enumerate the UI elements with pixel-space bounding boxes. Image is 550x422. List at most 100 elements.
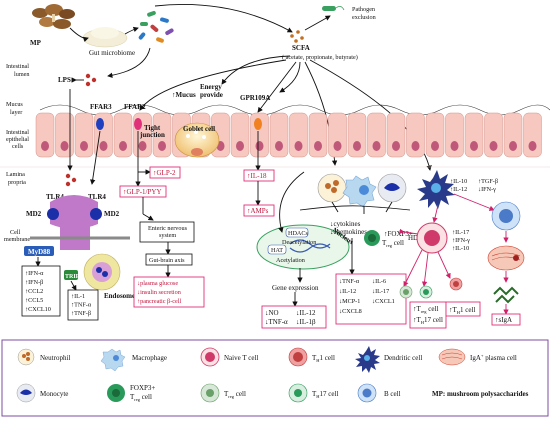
dc-output-b: ↑TGF-β↓IFN-γ — [478, 178, 498, 193]
epithelial-cell — [523, 112, 542, 158]
gene-expression-label: Gene expression — [272, 284, 319, 292]
epithelial-cell — [347, 112, 367, 158]
b-cell — [491, 201, 521, 231]
th-output-item: ↑IL-10 — [452, 245, 469, 252]
legend-treg-icon — [200, 383, 220, 403]
scfa-molecules — [290, 30, 304, 43]
treg-cell-small — [399, 285, 413, 299]
endosome — [83, 253, 121, 291]
amps-label: ↑AMPs — [247, 207, 269, 215]
cytokine-output-item: ↓CXCL8 — [339, 308, 362, 315]
epithelial-nucleus — [431, 141, 439, 151]
lps-lamina — [65, 173, 77, 187]
epithelial-cell — [55, 112, 74, 158]
th-output-item: ↑IFN-γ — [452, 237, 470, 244]
scfa-types-label: ( acetate, propionate, butyrate) — [282, 54, 358, 61]
epithelial-cell — [328, 112, 347, 158]
lps-molecules — [85, 73, 97, 87]
myd88-output-item: ↑CCL2 — [25, 288, 43, 295]
metabolic-item: ↑pancreatic β-cell — [137, 298, 181, 305]
epithelial-cell — [445, 112, 464, 158]
epithelial-cell — [289, 112, 308, 158]
epithelial-nucleus — [60, 141, 69, 151]
gut-brain-box: Gut-brain axis — [145, 253, 193, 266]
epithelial-cell — [230, 112, 250, 158]
trif-box[interactable]: TRIF — [64, 270, 80, 280]
gene-output-item: ↓IL-1β — [296, 318, 316, 326]
naive-t-cell-center — [416, 222, 448, 254]
endosome-label: Endosome — [104, 292, 135, 300]
dc-output-a: ↑IL-10↑IL-12 — [450, 178, 467, 193]
legend — [1, 339, 549, 417]
epithelial-nucleus — [275, 141, 283, 151]
legend-foxp3-treg: Treg cell — [130, 393, 152, 402]
plasma-cell — [487, 245, 525, 271]
pathogen-icon — [322, 6, 345, 11]
dendritic-cell — [417, 170, 455, 209]
legend-naive-t: Naive T cell — [224, 354, 258, 362]
epithelial-nucleus — [158, 141, 166, 151]
amps-box: ↑AMPs — [243, 204, 275, 217]
legend-macrophage: Macrophage — [132, 354, 167, 362]
macrophage-cell — [342, 175, 377, 208]
legend-dendritic-icon — [355, 346, 380, 373]
epithelial-cell — [152, 112, 172, 158]
epithelial-nucleus — [41, 141, 49, 151]
acetylation-label: Acetylation — [276, 257, 305, 264]
legend-bcell-icon — [357, 383, 377, 403]
metabolic-box: ↓plasma glucose↓insulin secretion↑pancre… — [133, 276, 205, 308]
epithelial-nucleus — [411, 141, 420, 151]
epithelium-row — [35, 112, 542, 158]
svg-text:Treg cell: Treg cell — [382, 239, 404, 248]
mp-label: MP — [30, 39, 42, 47]
epithelial-cell — [425, 112, 445, 158]
tlr4-right-label: TLR4 — [88, 193, 106, 201]
il18-box: ↑IL-18 — [243, 169, 275, 182]
myd88-output-item: ↑IFN-α — [25, 270, 44, 277]
legend-th17: TH17 cell — [312, 390, 338, 399]
md2-left-label: MD2 — [26, 210, 42, 218]
myd88-output-box: ↑IFN-α↑IFN-β↑CCL2↑CCL5↑CXCL10 — [21, 265, 61, 317]
epithelial-cell — [308, 112, 328, 158]
epithelial-nucleus — [470, 141, 478, 151]
trif-output-box: ↑IL-1↑TNF-α↑TNF-β — [67, 289, 99, 321]
legend-dendritic: Dendritic cell — [384, 354, 422, 362]
mushrooms-illustration — [32, 4, 75, 29]
cytokine-output-item: ↓IL-17 — [372, 288, 389, 295]
th-output-item: ↑IL-17 — [452, 229, 469, 236]
legend-th1: TH1 cell — [312, 354, 335, 363]
ffar3-receptor[interactable] — [96, 118, 104, 130]
legend-treg: Treg cell — [224, 390, 246, 399]
legend-iga: IgA+ plasma cell — [470, 353, 517, 362]
epithelial-nucleus — [372, 141, 381, 151]
metabolic-item: ↓plasma glucose — [137, 280, 178, 287]
tlr4-receptor[interactable] — [47, 195, 102, 250]
th-output: ↑IL-17↑IFN-γ↑IL-10 — [452, 229, 470, 252]
epithelial-cell — [269, 112, 289, 158]
goblet-cell-label: Goblet cell — [183, 125, 215, 133]
gut-microbiome-label: Gut microbiome — [89, 49, 135, 57]
dc-output-item: ↓IFN-γ — [478, 186, 496, 193]
treg-box-label: ↑Treg cell — [413, 305, 438, 314]
gpr109a-receptor[interactable] — [254, 118, 262, 130]
epithelial-cell — [406, 112, 425, 158]
myd88-box[interactable]: MyD88 — [24, 246, 54, 256]
th17-cell-small — [419, 285, 433, 299]
glp1-label: ↑GLP-1/PYY — [123, 188, 162, 196]
deacetylation-label: Deacetylation — [282, 239, 316, 246]
ffar3-label: FFAR3 — [90, 103, 112, 111]
cytokine-output-item: ↓TNF-α — [339, 278, 360, 285]
epithelial-cell — [35, 112, 55, 158]
foxp3-label: ↑FOXP3+ — [384, 230, 413, 238]
gene-output-item: ↓IL-12 — [296, 309, 316, 317]
legend-monocyte-icon — [16, 383, 36, 403]
ffar2-receptor[interactable] — [134, 118, 142, 130]
epithelial-nucleus — [255, 141, 264, 151]
cytokine-output-item: ↓MCP-1 — [339, 298, 360, 305]
dc-output-item: ↑IL-12 — [450, 186, 467, 193]
siga-label: ↑sIgA — [495, 316, 512, 324]
